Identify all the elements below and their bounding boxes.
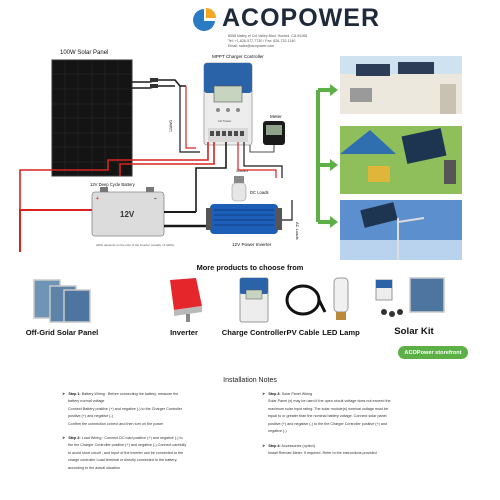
battery-cable-label: 12AWG xyxy=(236,169,248,173)
note-line: the the Charger Controller positive (+) … xyxy=(68,443,187,448)
note-line: charge controller Load terminal or direc… xyxy=(68,458,178,463)
product-label: Inverter xyxy=(170,328,198,337)
email-line: Email: sales@acopower.com xyxy=(228,44,275,48)
inverter-label: 12V Power Inverter xyxy=(232,242,272,247)
battery-label: 12V Deep Cycle Battery xyxy=(90,182,136,187)
battery-image: + − xyxy=(91,187,165,237)
svg-text:+: + xyxy=(96,196,99,202)
power-inverter-image xyxy=(206,204,282,234)
step-number: Step 3: xyxy=(268,392,281,396)
rv-application-image xyxy=(340,56,462,114)
battery-voltage: 12V xyxy=(120,210,135,219)
note-line: Solar Panel (s) may be used if the open … xyxy=(268,399,391,404)
product-label: LED Lamp xyxy=(322,328,360,337)
note-line: Connect Battery positive (+) and negativ… xyxy=(68,406,183,411)
wiring-diagram: 100W Solar Panel 12AWG MPPT Charger Cont… xyxy=(19,50,462,260)
note-line: maximum solar input rating. The solar mo… xyxy=(268,406,389,411)
product-label: Solar Kit xyxy=(394,326,434,337)
note-line: Battery Wiring : Before connecting the b… xyxy=(81,392,179,396)
note-step-3: ➤Step 3: Solar Panel Wiring Solar Panel … xyxy=(262,390,462,435)
application-arrows xyxy=(316,84,338,228)
product-charge-controller[interactable]: Charge Controller xyxy=(208,276,300,337)
street-light-application-image xyxy=(340,200,462,260)
dc-loads-label: DC Loads xyxy=(250,190,269,195)
meter-label: Meter xyxy=(270,114,282,119)
svg-text:−: − xyxy=(154,196,157,202)
note-line: equal to or greater than the nominal bat… xyxy=(268,414,387,419)
acopower-logo-icon xyxy=(193,7,216,31)
product-led-lamp[interactable]: LED Lamp xyxy=(318,276,364,337)
storefront-button[interactable]: ACOPower storefront xyxy=(398,346,468,359)
brand-address: 8558 Nailey el Col Valley Blvd. Hunted, … xyxy=(228,34,338,49)
installation-notes-title: Installation Notes xyxy=(223,377,277,384)
charge-controller-image xyxy=(203,62,253,146)
note-line: battery normal voltage xyxy=(68,399,105,404)
product-label: Off-Grid Solar Panel xyxy=(25,328,99,337)
note-line: to avoid short circuit , and Input of th… xyxy=(68,450,184,455)
product-label: Charge Controller xyxy=(221,328,287,337)
camping-application-image xyxy=(340,126,462,194)
product-pv-cable[interactable]: PV Cable xyxy=(274,276,332,337)
product-inverter[interactable]: Inverter xyxy=(156,276,212,337)
note-step-2: ➤Step 2: Load Wiring : Connect DC load p… xyxy=(62,434,258,472)
note-line: Confirm the connection correct and then … xyxy=(68,421,164,426)
dc-load-bulb-image xyxy=(231,176,247,202)
note-line: Load Wiring : Connect DC load positive (… xyxy=(81,436,183,440)
note-line: negative (-) xyxy=(268,429,287,434)
step-number: Step 4: xyxy=(268,444,281,448)
phone-line: Tel: +1-626-577-7730 / Fax: 626-732-1140 xyxy=(228,39,296,43)
product-label: PV Cable xyxy=(286,328,320,337)
address-line: 8558 Nailey el Col Valley Blvd. Hunted, … xyxy=(228,34,308,38)
products-title: More products to choose from xyxy=(196,263,304,272)
controller-sublabel: LD Tracer xyxy=(218,119,231,123)
note-line: Accessories (option) xyxy=(281,444,315,448)
step-number: Step 1: xyxy=(68,392,81,396)
bullet-icon: ➤ xyxy=(262,391,266,396)
bullet-icon: ➤ xyxy=(62,435,66,440)
note-line: Solar Panel Wiring xyxy=(281,392,313,396)
note-line: positive (+) and negative (-) to the the… xyxy=(268,421,388,426)
controller-label: MPPT Charger Controller xyxy=(212,54,264,59)
bullet-icon: ➤ xyxy=(62,391,66,396)
panel-cable-label: 12AWG xyxy=(169,120,173,132)
brand-name: ACOPOWER xyxy=(222,4,380,32)
note-step-4: ➤Step 4: Accessories (option) Install Re… xyxy=(262,442,462,458)
note-step-1: ➤Step 1: Battery Wiring : Before connect… xyxy=(62,390,252,428)
note-line: positive (+) and negative (-) xyxy=(68,414,113,419)
charge-controller-product-image xyxy=(234,276,274,324)
product-solar-kit[interactable]: Solar Kit xyxy=(368,276,460,337)
solar-kit-image xyxy=(374,276,454,322)
solar-panel-label: 100W Solar Panel xyxy=(60,50,108,56)
solar-panel-image xyxy=(51,59,133,177)
ac-loads-label: AC Loads xyxy=(295,222,300,240)
bullet-icon: ➤ xyxy=(262,443,266,448)
off-grid-solar-panel-image xyxy=(32,276,92,324)
step-number: Step 2: xyxy=(68,436,81,440)
note-line: Install Remote Meter. If required. Refer… xyxy=(268,451,377,456)
led-lamp-image xyxy=(326,276,356,324)
note-line: according to the actual situation xyxy=(68,465,120,470)
product-off-grid-solar-panel[interactable]: Off-Grid Solar Panel xyxy=(14,276,110,337)
pv-cable-image xyxy=(279,276,327,324)
inverter-product-image xyxy=(162,276,206,324)
meter-image xyxy=(263,121,285,145)
awg-note: AWG depends on the size of the inverter … xyxy=(96,243,174,247)
brand-header: ACOPOWER xyxy=(190,4,380,33)
